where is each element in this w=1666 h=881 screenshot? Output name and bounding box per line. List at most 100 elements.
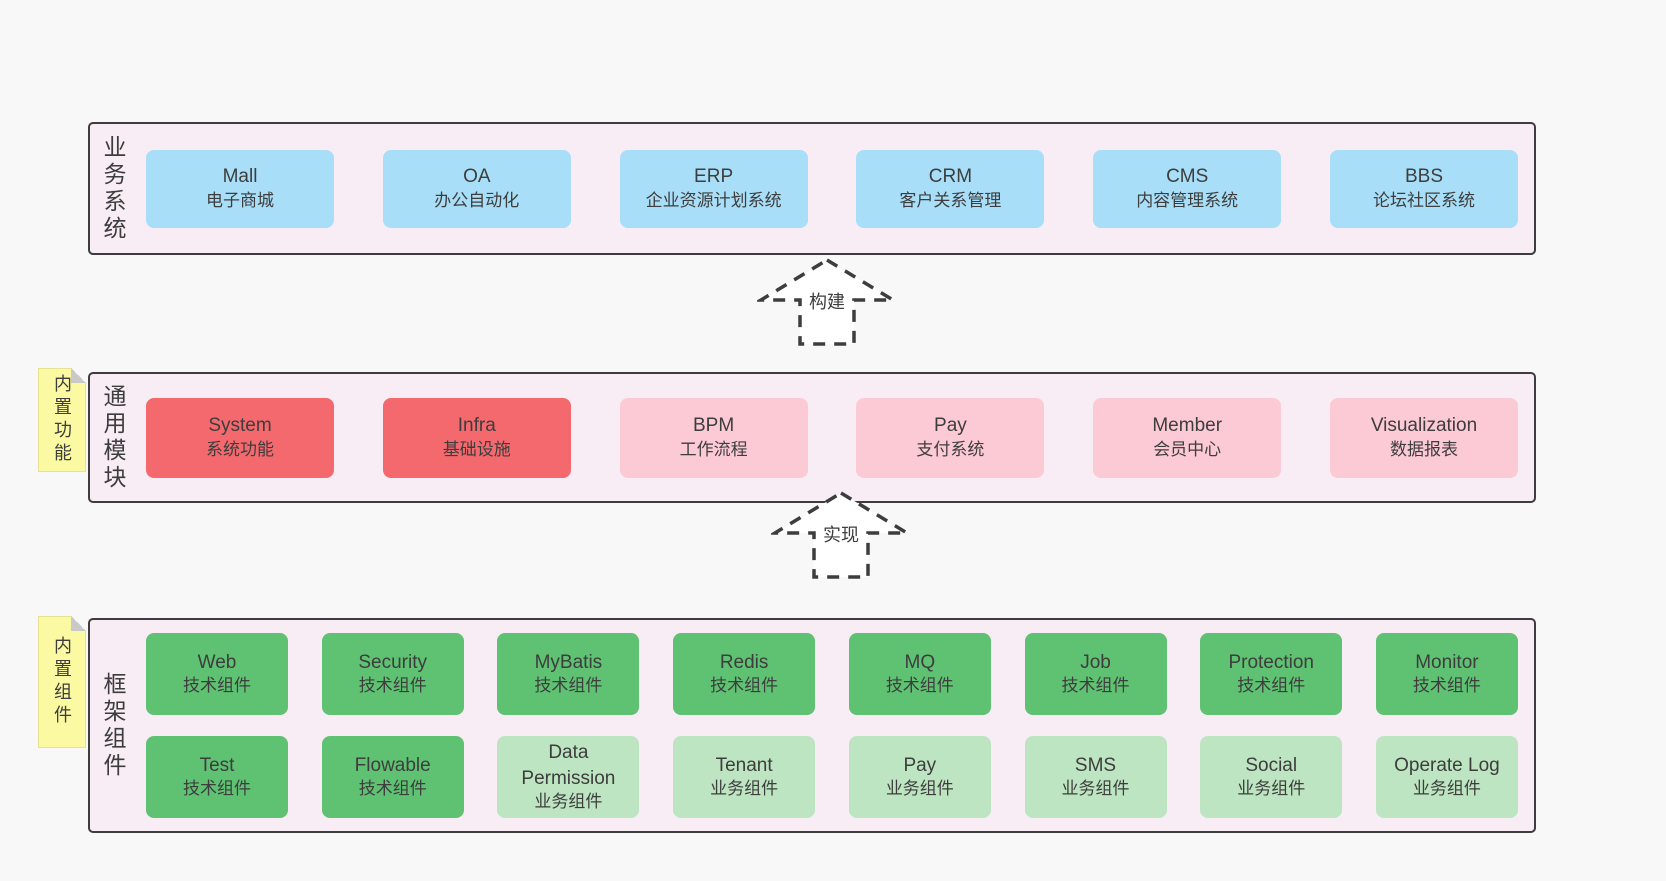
box-subtitle-zh: 技术组件 bbox=[534, 676, 603, 696]
box-subtitle-zh: 内容管理系统 bbox=[1136, 190, 1239, 210]
box-title-en: SMS bbox=[1074, 754, 1117, 776]
box-web: Web 技术组件 bbox=[146, 633, 288, 715]
box-subtitle-zh: 业务组件 bbox=[534, 792, 603, 812]
box-title-en: Monitor bbox=[1415, 651, 1479, 673]
arrow-label: 实现 bbox=[823, 525, 859, 545]
box-protection: Protection 技术组件 bbox=[1200, 633, 1343, 715]
box-title-en: Job bbox=[1080, 651, 1111, 673]
box-title-en: Member bbox=[1152, 415, 1223, 437]
box-sms: SMS 业务组件 bbox=[1024, 736, 1167, 818]
box-subtitle-zh: 技术组件 bbox=[1412, 676, 1481, 696]
box-subtitle-zh: 业务组件 bbox=[1237, 779, 1306, 799]
box-title-en: Operate Log bbox=[1394, 754, 1500, 776]
box-title-en: Protection bbox=[1228, 651, 1314, 673]
box-title-en: ERP bbox=[694, 166, 734, 188]
box-title-en: Tenant bbox=[715, 754, 773, 776]
band-label-common-modules: 通用模块 bbox=[100, 383, 126, 492]
box-subtitle-zh: 技术组件 bbox=[1061, 676, 1130, 696]
box-pay: Pay 业务组件 bbox=[848, 736, 991, 818]
box-subtitle-zh: 系统功能 bbox=[206, 439, 274, 459]
box-subtitle-zh: 技术组件 bbox=[885, 676, 954, 696]
box-title-en: Infra bbox=[457, 415, 496, 437]
box-subtitle-zh: 技术组件 bbox=[183, 676, 251, 696]
box-operate-log: Operate Log 业务组件 bbox=[1375, 736, 1518, 818]
box-title-en: Pay bbox=[903, 754, 937, 776]
sticky-label: 内置功能 bbox=[52, 374, 72, 466]
box-subtitle-zh: 客户关系管理 bbox=[899, 190, 1002, 210]
box-title-en: BPM bbox=[693, 415, 735, 437]
dashed-up-arrow-icon bbox=[771, 490, 911, 579]
arrow-label: 构建 bbox=[809, 292, 845, 312]
box-flowable: Flowable 技术组件 bbox=[321, 736, 464, 818]
box-subtitle-zh: 技术组件 bbox=[358, 779, 427, 799]
arrow-build: 构建 bbox=[757, 256, 897, 348]
box-subtitle-zh: 基础设施 bbox=[442, 439, 511, 459]
box-subtitle-zh: 技术组件 bbox=[183, 779, 251, 799]
box-title-en: Visualization bbox=[1370, 415, 1478, 437]
box-title-en: Security bbox=[358, 651, 428, 673]
box-title-en: Web bbox=[197, 651, 237, 673]
box-title-en: OA bbox=[463, 166, 491, 188]
box-subtitle-zh: 企业资源计划系统 bbox=[645, 190, 782, 210]
box-title-en: Pay bbox=[934, 415, 967, 437]
box-subtitle-zh: 会员中心 bbox=[1153, 439, 1222, 459]
box-test: Test 技术组件 bbox=[146, 736, 288, 818]
box-subtitle-zh: 业务组件 bbox=[1412, 779, 1481, 799]
box-subtitle-zh: 业务组件 bbox=[710, 779, 779, 799]
box-row: Test 技术组件 Flowable 技术组件 Data Permission 业务组件 T… bbox=[146, 736, 1518, 818]
box-subtitle-zh: 工作流程 bbox=[679, 439, 748, 459]
arrow-implement: 实现 bbox=[771, 489, 911, 581]
box-subtitle-zh: 业务组件 bbox=[1061, 779, 1130, 799]
box-title-en: System bbox=[208, 415, 272, 437]
box-title-en: Mall bbox=[222, 166, 258, 188]
box-title-en: CMS bbox=[1166, 166, 1209, 188]
box-title-en: Test bbox=[199, 754, 235, 776]
dashed-up-arrow-icon bbox=[757, 257, 897, 346]
box-subtitle-zh: 支付系统 bbox=[916, 439, 985, 459]
box-subtitle-zh: 数据报表 bbox=[1389, 439, 1458, 459]
box-title-en: CRM bbox=[928, 166, 973, 188]
box-title-en: Data Permission bbox=[521, 741, 616, 789]
sticky-label: 内置组件 bbox=[52, 636, 72, 728]
box-subtitle-zh: 电子商城 bbox=[206, 190, 274, 210]
sticky-note-built-in-components: 内置组件 bbox=[38, 616, 86, 748]
box-subtitle-zh: 论坛社区系统 bbox=[1372, 190, 1475, 210]
box-data-permission: Data Permission 业务组件 bbox=[497, 736, 640, 818]
folded-corner-icon bbox=[71, 368, 86, 383]
box-subtitle-zh: 业务组件 bbox=[885, 779, 954, 799]
folded-corner-icon bbox=[71, 616, 86, 631]
box-subtitle-zh: 技术组件 bbox=[358, 676, 427, 696]
box-title-en: Flowable bbox=[354, 754, 431, 776]
box-monitor: Monitor 技术组件 bbox=[1375, 633, 1518, 715]
band-label-business-systems: 业务系统 bbox=[100, 134, 126, 243]
sticky-note-built-in-features: 内置功能 bbox=[38, 368, 86, 472]
box-subtitle-zh: 技术组件 bbox=[1237, 676, 1306, 696]
box-subtitle-zh: 办公自动化 bbox=[434, 190, 520, 210]
box-title-en: BBS bbox=[1404, 166, 1443, 188]
box-title-en: MyBatis bbox=[534, 651, 603, 673]
box-mq: MQ 技术组件 bbox=[848, 633, 991, 715]
box-title-en: MQ bbox=[904, 651, 936, 673]
box-job: Job 技术组件 bbox=[1024, 633, 1167, 715]
